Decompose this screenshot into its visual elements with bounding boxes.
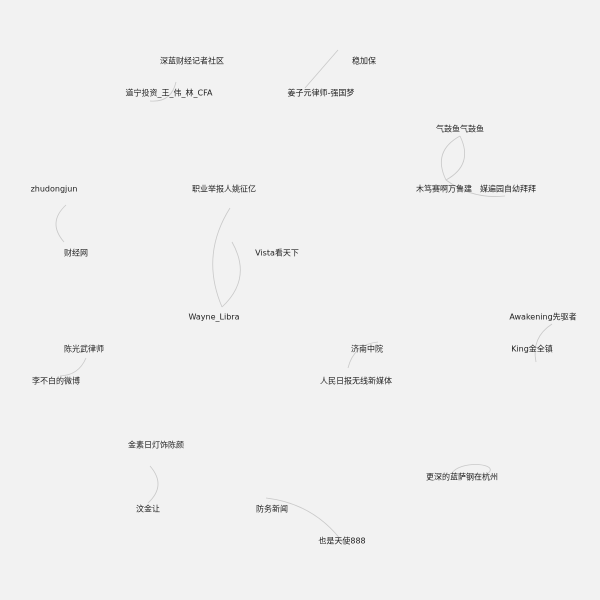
- node-label[interactable]: King金全镇: [511, 344, 553, 354]
- node-label[interactable]: 道宁投资_王_伟_林_CFA: [126, 88, 213, 98]
- edge-n14-n17: [59, 357, 87, 377]
- node-label[interactable]: 人民日报无线新媒体: [320, 376, 392, 386]
- edge-n5-n8: [445, 135, 465, 181]
- edge-n13-n16: [534, 323, 553, 363]
- edge-n8-n9: [445, 179, 506, 197]
- edge-n1-n3: [149, 81, 177, 102]
- edge-n20-n20: [451, 464, 491, 477]
- edge-n5-n8: [441, 135, 461, 181]
- node-label[interactable]: 金素日灯饰陈颜: [128, 440, 184, 450]
- node-label[interactable]: 深蓝财经记者社区: [160, 56, 224, 66]
- edge-n7-n12: [212, 207, 231, 308]
- edge-n2-n4: [304, 49, 339, 89]
- node-label[interactable]: zhudongjun: [31, 185, 78, 194]
- edges-layer: [55, 49, 553, 545]
- node-label[interactable]: 稳加保: [352, 56, 376, 66]
- node-label[interactable]: 也是天使888: [318, 536, 365, 546]
- edge-n11-n12: [221, 241, 241, 308]
- node-label[interactable]: 汶金让: [136, 504, 160, 514]
- node-label[interactable]: 财经网: [64, 248, 88, 258]
- node-label[interactable]: Wayne_Libra: [189, 313, 240, 322]
- edge-n15-n18: [347, 341, 379, 369]
- node-label[interactable]: 济南中院: [351, 344, 383, 354]
- node-label[interactable]: 李不白的微博: [32, 376, 80, 386]
- node-label[interactable]: Awakening先驱者: [509, 312, 576, 322]
- edge-n19-n21: [147, 465, 159, 504]
- edge-n6-n10: [55, 204, 67, 243]
- node-label[interactable]: 更深的蓝萨钢在杭州: [426, 472, 498, 482]
- node-label[interactable]: 木笃赛啊万鲁建: [416, 184, 472, 194]
- node-label[interactable]: 姜子元律师-强国梦: [288, 88, 355, 98]
- node-label[interactable]: 职业举报人姚征亿: [192, 184, 256, 194]
- node-label[interactable]: 气鼓鱼气鼓鱼: [436, 124, 484, 134]
- node-label[interactable]: Vista看天下: [255, 249, 299, 258]
- node-label[interactable]: 陈光武律师: [64, 344, 104, 354]
- node-label[interactable]: 媒遍园自幼拜拜: [480, 184, 536, 194]
- node-label[interactable]: 防务新闻: [256, 504, 288, 514]
- edge-n22-n23: [265, 497, 345, 545]
